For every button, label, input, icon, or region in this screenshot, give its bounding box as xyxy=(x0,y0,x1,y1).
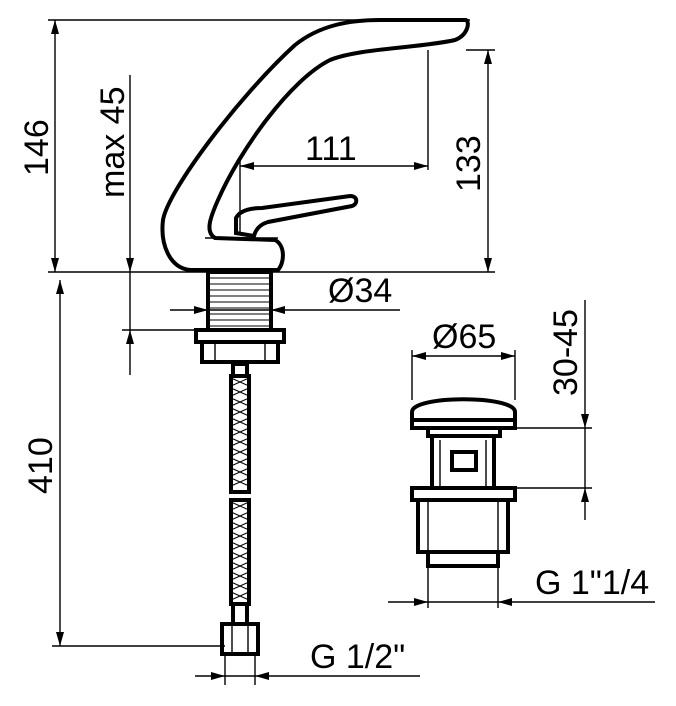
dim-waste-diameter: Ø65 xyxy=(432,318,496,356)
faucet-shank xyxy=(194,270,286,364)
waste-dimensions xyxy=(388,300,655,608)
waste-thread xyxy=(426,550,500,568)
dim-shank-diameter: Ø34 xyxy=(328,272,392,310)
dim-spout-reach: 111 xyxy=(305,130,357,168)
faucet-spout xyxy=(160,18,470,272)
waste-overflow-slot xyxy=(450,450,478,472)
dim-waste-range: 30-45 xyxy=(547,309,585,396)
shank-thread xyxy=(210,277,269,327)
dim-spout-height: 133 xyxy=(450,135,488,192)
flex-hose xyxy=(220,362,260,656)
faucet-body xyxy=(160,18,470,272)
dim-hose-length: 410 xyxy=(22,437,60,494)
dim-waste-thread: G 1"1/4 xyxy=(535,564,649,602)
dim-max-thickness: max 45 xyxy=(94,87,132,199)
faucet-lever xyxy=(234,193,359,239)
waste-drain xyxy=(410,397,517,568)
hose-nut xyxy=(220,622,260,656)
fixing-nut xyxy=(200,340,280,364)
faucet-dimensions xyxy=(48,19,495,685)
dim-overall-height: 146 xyxy=(18,119,56,176)
dim-hose-thread: G 1/2" xyxy=(310,638,405,676)
waste-cap xyxy=(410,397,517,422)
